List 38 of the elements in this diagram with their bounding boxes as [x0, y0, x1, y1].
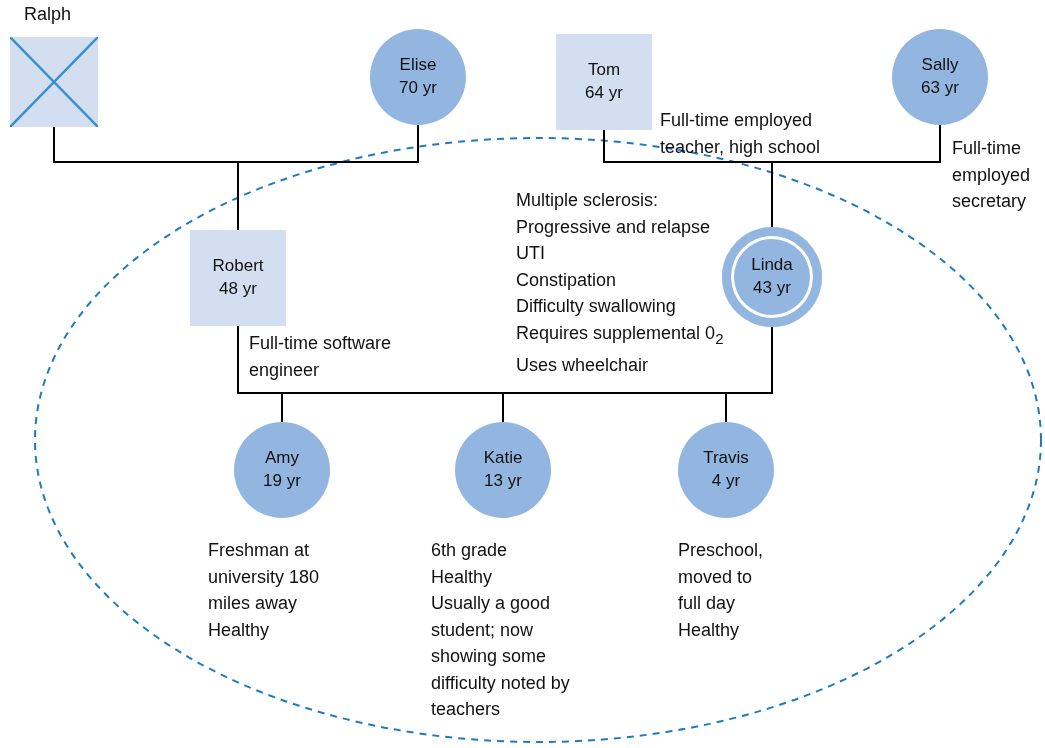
- note-text: Healthy: [678, 618, 741, 642]
- age-label: 64 yr: [585, 82, 623, 104]
- relationship-line: [771, 124, 941, 228]
- note-text: Usually a good student; now showing some difficulty noted by teachers: [431, 592, 571, 721]
- note-text: Constipation: [516, 268, 618, 292]
- note-text: Uses wheelchair: [516, 353, 650, 377]
- note-text: UTI: [516, 242, 546, 265]
- male-square: [556, 34, 652, 130]
- person-name: Robert: [212, 255, 264, 278]
- note-text: Full-time employed teacher, high school: [660, 109, 822, 159]
- age-label: 48 yr: [219, 278, 257, 300]
- person-name: Tom: [587, 59, 621, 82]
- person-name: Travis: [703, 447, 749, 470]
- age-label: 19 yr: [263, 470, 301, 492]
- note-text: Full-time employed secretary: [952, 137, 1032, 213]
- note-text: Preschool, moved to full day: [678, 539, 765, 615]
- age-label: 4 yr: [711, 470, 741, 492]
- person-name: Katie: [483, 447, 523, 470]
- age-label: 43 yr: [753, 277, 791, 299]
- age-label: 63 yr: [921, 77, 959, 99]
- person-name: Amy: [265, 447, 299, 470]
- note-text: Healthy: [431, 565, 494, 589]
- relationship-line: [725, 326, 773, 423]
- note-text: Freshman at university 180 miles away: [208, 539, 321, 615]
- note-text: Requires supplemental 0$_{2}$: [516, 321, 725, 349]
- person-name: Ralph: [24, 4, 72, 25]
- relationship-line: [237, 124, 419, 231]
- male-square: [190, 230, 286, 326]
- note-text: Multiple sclerosis: Progressive and relapse: [516, 189, 712, 239]
- age-label: 13 yr: [484, 470, 522, 492]
- person-name: Elise: [399, 54, 437, 77]
- note-text: Healthy: [208, 618, 271, 642]
- age-label: 70 yr: [399, 77, 437, 99]
- person-name: Sally: [921, 54, 959, 77]
- person-name: Linda: [751, 254, 793, 277]
- note-text: Full-time software engineer: [249, 332, 393, 382]
- note-text: 6th grade: [431, 539, 509, 562]
- note-text: Difficulty swallowing: [516, 295, 677, 318]
